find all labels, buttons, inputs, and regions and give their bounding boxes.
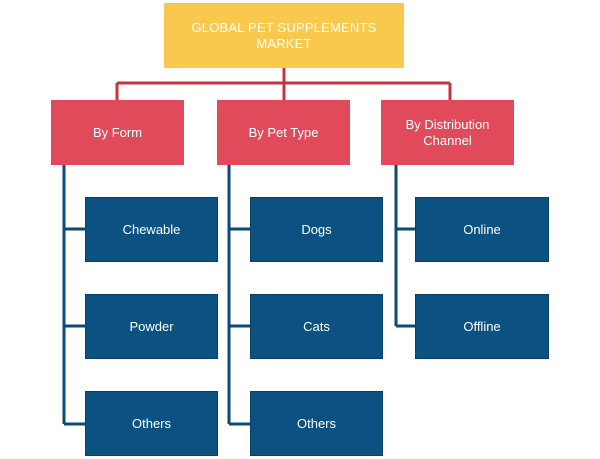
leaf-label: Others	[296, 415, 336, 431]
root-node: GLOBAL PET SUPPLEMENTS MARKET	[164, 3, 404, 68]
root-label: GLOBAL PET SUPPLEMENTS MARKET	[191, 19, 377, 51]
leaf-label: Offline	[463, 318, 501, 334]
leaf-offline: Offline	[415, 294, 549, 359]
leaf-dogs: Dogs	[250, 197, 383, 262]
leaf-label: Others	[131, 415, 171, 431]
leaf-label: Chewable	[122, 221, 181, 237]
leaf-powder: Powder	[85, 294, 218, 359]
category-label: By Distribution Channel	[405, 116, 490, 148]
category-label: By Form	[92, 124, 143, 140]
leaf-online: Online	[415, 197, 549, 262]
category-label: By Pet Type	[248, 124, 319, 140]
leaf-cats: Cats	[250, 294, 383, 359]
leaf-chewable: Chewable	[85, 197, 218, 262]
leaf-label: Online	[463, 221, 501, 237]
leaf-label: Dogs	[301, 221, 332, 237]
leaf-label: Cats	[303, 318, 330, 334]
leaf-pettype-others: Others	[250, 391, 383, 456]
category-by-form: By Form	[51, 100, 184, 165]
leaf-form-others: Others	[85, 391, 218, 456]
category-by-distribution-channel: By Distribution Channel	[381, 100, 514, 165]
root-connector	[115, 68, 452, 100]
pettype-branch-connector	[227, 165, 250, 426]
category-by-pet-type: By Pet Type	[217, 100, 350, 165]
form-branch-connector	[62, 165, 85, 426]
distribution-branch-connector	[394, 165, 415, 328]
leaf-label: Powder	[129, 318, 174, 334]
